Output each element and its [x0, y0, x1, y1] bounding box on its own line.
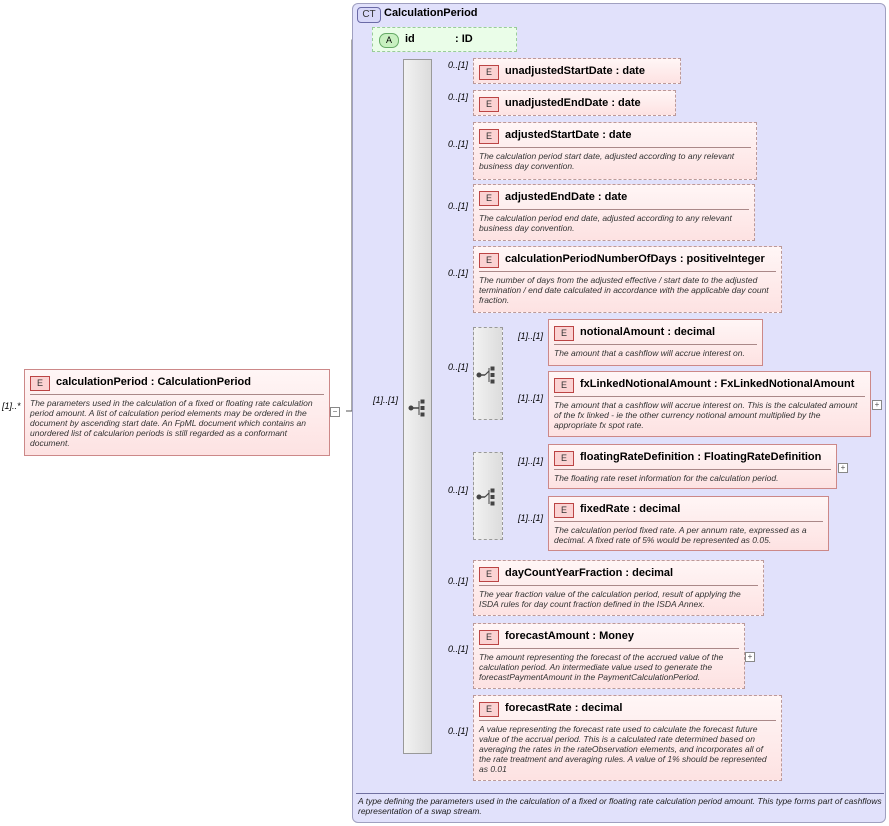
element-name: notionalAmount : decimal	[580, 326, 716, 338]
element-badge: E	[479, 191, 499, 206]
sequence-cardinality: [1]..[1]	[373, 395, 399, 405]
element-floating-rate-definition[interactable]: E floatingRateDefinition : FloatingRateD…	[548, 444, 837, 489]
separator	[479, 648, 739, 649]
element-doc: The calculation period end date, adjuste…	[479, 213, 732, 233]
element-badge: E	[479, 65, 499, 80]
root-element-name: calculationPeriod : CalculationPeriod	[56, 376, 251, 388]
separator	[554, 469, 831, 470]
element-doc: The floating rate reset information for …	[554, 473, 779, 483]
separator	[479, 720, 776, 721]
element-name: adjustedStartDate : date	[505, 129, 632, 141]
separator	[30, 394, 324, 395]
separator	[554, 344, 757, 345]
element-badge: E	[479, 129, 499, 144]
choice-cardinality: 0..[1]	[448, 485, 469, 495]
element-cardinality: 0..[1]	[448, 92, 469, 102]
element-cardinality: 0..[1]	[448, 644, 469, 654]
element-badge: E	[479, 630, 499, 645]
element-notional-amount[interactable]: E notionalAmount : decimal The amount th…	[548, 319, 763, 366]
element-name: floatingRateDefinition : FloatingRateDef…	[580, 451, 822, 463]
choice-icon	[476, 366, 495, 384]
plus-icon[interactable]: +	[872, 400, 882, 410]
element-doc: The number of days from the adjusted eff…	[479, 275, 769, 305]
element-cardinality: [1]..[1]	[518, 513, 544, 523]
separator	[479, 147, 751, 148]
element-cardinality: 0..[1]	[448, 576, 469, 586]
element-calculation-period-number-of-days[interactable]: E calculationPeriodNumberOfDays : positi…	[473, 246, 782, 313]
element-badge: E	[554, 378, 574, 393]
element-name: unadjustedEndDate : date	[505, 97, 641, 109]
element-fixed-rate[interactable]: E fixedRate : decimal The calculation pe…	[548, 496, 829, 551]
element-name: calculationPeriodNumberOfDays : positive…	[505, 253, 765, 265]
sequence-icon	[408, 399, 425, 417]
element-adjusted-end-date[interactable]: E adjustedEndDate : date The calculation…	[473, 184, 755, 241]
element-fx-linked-notional-amount[interactable]: E fxLinkedNotionalAmount : FxLinkedNotio…	[548, 371, 871, 437]
choice-compositor[interactable]	[473, 452, 503, 540]
element-badge: E	[554, 326, 574, 341]
separator	[479, 209, 749, 210]
element-name: fxLinkedNotionalAmount : FxLinkedNotiona…	[580, 378, 855, 390]
element-doc: The amount that a cashflow will accrue i…	[554, 348, 745, 358]
element-badge: E	[479, 702, 499, 717]
element-unadjusted-start-date[interactable]: E unadjustedStartDate : date	[473, 58, 681, 84]
element-cardinality: 0..[1]	[448, 60, 469, 70]
minus-icon[interactable]: −	[330, 407, 340, 417]
choice-icon	[476, 488, 495, 506]
element-day-count-year-fraction[interactable]: E dayCountYearFraction : decimal The yea…	[473, 560, 764, 616]
element-name: unadjustedStartDate : date	[505, 65, 645, 77]
element-badge: E	[30, 376, 50, 391]
element-doc: The calculation period fixed rate. A per…	[554, 525, 807, 545]
attribute-type: : ID	[455, 33, 473, 45]
complex-type-badge: CT	[357, 7, 381, 23]
separator	[554, 396, 865, 397]
element-doc: A value representing the forecast rate u…	[479, 724, 767, 774]
element-cardinality: 0..[1]	[448, 201, 469, 211]
element-cardinality: 0..[1]	[448, 139, 469, 149]
element-name: dayCountYearFraction : decimal	[505, 567, 674, 579]
attribute-id[interactable]: A id : ID	[372, 27, 517, 52]
element-doc: The amount that a cashflow will accrue i…	[554, 400, 858, 430]
element-forecast-rate[interactable]: E forecastRate : decimal A value represe…	[473, 695, 782, 781]
choice-cardinality: 0..[1]	[448, 362, 469, 372]
element-badge: E	[479, 253, 499, 268]
sequence-compositor[interactable]	[403, 59, 432, 754]
element-name: fixedRate : decimal	[580, 503, 681, 515]
separator	[479, 271, 776, 272]
element-doc: The amount representing the forecast of …	[479, 652, 724, 682]
element-adjusted-start-date[interactable]: E adjustedStartDate : date The calculati…	[473, 122, 757, 180]
element-cardinality: [1]..[1]	[518, 331, 544, 341]
complex-type-footer: A type defining the parameters used in t…	[358, 796, 882, 816]
element-cardinality: 0..[1]	[448, 726, 469, 736]
separator	[479, 585, 758, 586]
element-name: forecastAmount : Money	[505, 630, 634, 642]
root-element-box[interactable]: E calculationPeriod : CalculationPeriod …	[24, 369, 330, 456]
element-cardinality: [1]..[1]	[518, 456, 544, 466]
attribute-badge: A	[379, 33, 399, 48]
plus-icon[interactable]: +	[745, 652, 755, 662]
element-doc: The year fraction value of the calculati…	[479, 589, 741, 609]
root-cardinality: [1]..*	[2, 401, 21, 411]
element-unadjusted-end-date[interactable]: E unadjustedEndDate : date	[473, 90, 676, 116]
element-badge: E	[479, 567, 499, 582]
attribute-name: id	[405, 33, 415, 45]
separator	[554, 521, 823, 522]
element-name: forecastRate : decimal	[505, 702, 623, 714]
element-forecast-amount[interactable]: E forecastAmount : Money The amount repr…	[473, 623, 745, 689]
complex-type-title: CalculationPeriod	[384, 7, 478, 19]
root-element-doc: The parameters used in the calculation o…	[30, 398, 313, 448]
element-doc: The calculation period start date, adjus…	[479, 151, 735, 171]
element-cardinality: 0..[1]	[448, 268, 469, 278]
element-name: adjustedEndDate : date	[505, 191, 628, 203]
plus-icon[interactable]: +	[838, 463, 848, 473]
element-badge: E	[554, 503, 574, 518]
element-badge: E	[554, 451, 574, 466]
element-badge: E	[479, 97, 499, 112]
element-cardinality: [1]..[1]	[518, 393, 544, 403]
separator	[356, 793, 884, 794]
choice-compositor[interactable]	[473, 327, 503, 420]
